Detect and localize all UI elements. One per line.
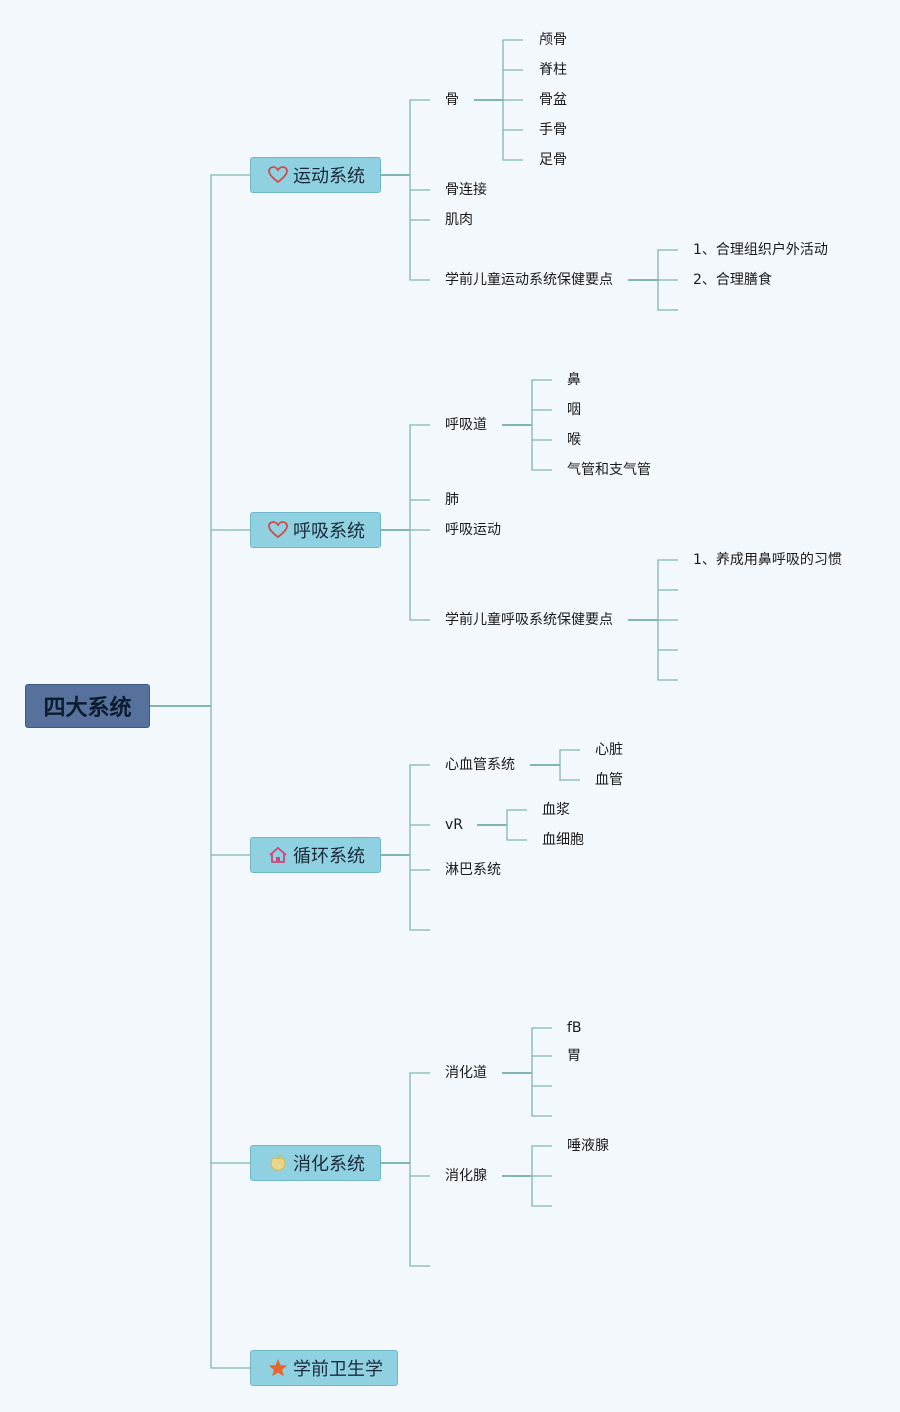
node-fei[interactable]: 肺 (445, 492, 459, 508)
node-leaf[interactable]: 血管 (595, 772, 623, 788)
branch-huxi[interactable]: 呼吸系统 (250, 512, 381, 548)
connector (531, 1027, 552, 1117)
heart-outline-icon (267, 519, 289, 541)
star-icon (267, 1357, 289, 1379)
node-leaf[interactable]: fB (567, 1020, 582, 1036)
node-xinxueguan[interactable]: 心血管系统 (445, 757, 515, 773)
connector (409, 1072, 430, 1267)
connector (559, 749, 580, 781)
connector (231, 174, 250, 1369)
node-huxidao[interactable]: 呼吸道 (445, 417, 487, 433)
node-leaf[interactable]: 喉 (567, 432, 581, 448)
node-linba[interactable]: 淋巴系统 (445, 862, 501, 878)
branch-xueqian[interactable]: 学前卫生学 (250, 1350, 398, 1386)
branch-xiaohua[interactable]: 消化系统 (250, 1145, 381, 1181)
connector (657, 559, 678, 681)
connector (409, 99, 430, 281)
connector (657, 249, 678, 311)
connector (409, 424, 430, 621)
node-vr[interactable]: vR (445, 817, 464, 833)
node-leaf[interactable]: 咽 (567, 402, 581, 418)
branch-label: 运动系统 (293, 166, 365, 187)
node-leaf[interactable]: 气管和支气管 (567, 462, 651, 478)
connector (531, 379, 552, 471)
branch-label: 循环系统 (293, 846, 365, 867)
node-xiaohuaxian[interactable]: 消化腺 (445, 1168, 487, 1184)
branch-label: 消化系统 (293, 1154, 365, 1175)
node-leaf[interactable]: 心脏 (595, 742, 623, 758)
node-gu-lianjie[interactable]: 骨连接 (445, 182, 487, 198)
node-huxi-yundong[interactable]: 呼吸运动 (445, 522, 501, 538)
node-leaf[interactable]: 骨盆 (539, 92, 567, 108)
node-leaf[interactable]: 颅骨 (539, 32, 567, 48)
apple-icon (267, 1152, 289, 1174)
node-jirou[interactable]: 肌肉 (445, 212, 473, 228)
connector (211, 529, 231, 1164)
root-node[interactable]: 四大系统 (25, 684, 150, 728)
node-leaf[interactable]: 足骨 (539, 152, 567, 168)
connector (409, 764, 430, 931)
node-leaf[interactable]: 胃 (567, 1048, 581, 1064)
node-leaf[interactable]: 血浆 (542, 802, 570, 818)
node-leaf[interactable]: 血细胞 (542, 832, 584, 848)
node-leaf[interactable]: 1、合理组织户外活动 (693, 242, 828, 258)
node-huxi-baojian[interactable]: 学前儿童呼吸系统保健要点 (445, 612, 613, 628)
house-icon (267, 844, 289, 866)
node-leaf[interactable]: 1、养成用鼻呼吸的习惯 (693, 552, 842, 568)
branch-xunhuan[interactable]: 循环系统 (250, 837, 381, 873)
node-leaf[interactable]: 手骨 (539, 122, 567, 138)
node-leaf[interactable]: 2、合理膳食 (693, 272, 772, 288)
node-xiaohuadao[interactable]: 消化道 (445, 1065, 487, 1081)
node-leaf[interactable]: 唾液腺 (567, 1138, 609, 1154)
node-yundong-baojian[interactable]: 学前儿童运动系统保健要点 (445, 272, 613, 288)
heart-outline-icon (267, 164, 289, 186)
node-leaf[interactable]: 鼻 (567, 372, 581, 388)
connector (502, 39, 523, 161)
connector (531, 1145, 552, 1207)
node-leaf[interactable]: 脊柱 (539, 62, 567, 78)
connector (210, 174, 231, 1369)
branch-label: 呼吸系统 (293, 521, 365, 542)
connector (506, 809, 527, 841)
branch-yundong[interactable]: 运动系统 (250, 157, 381, 193)
node-gu[interactable]: 骨 (445, 92, 459, 108)
branch-label: 学前卫生学 (293, 1359, 383, 1380)
